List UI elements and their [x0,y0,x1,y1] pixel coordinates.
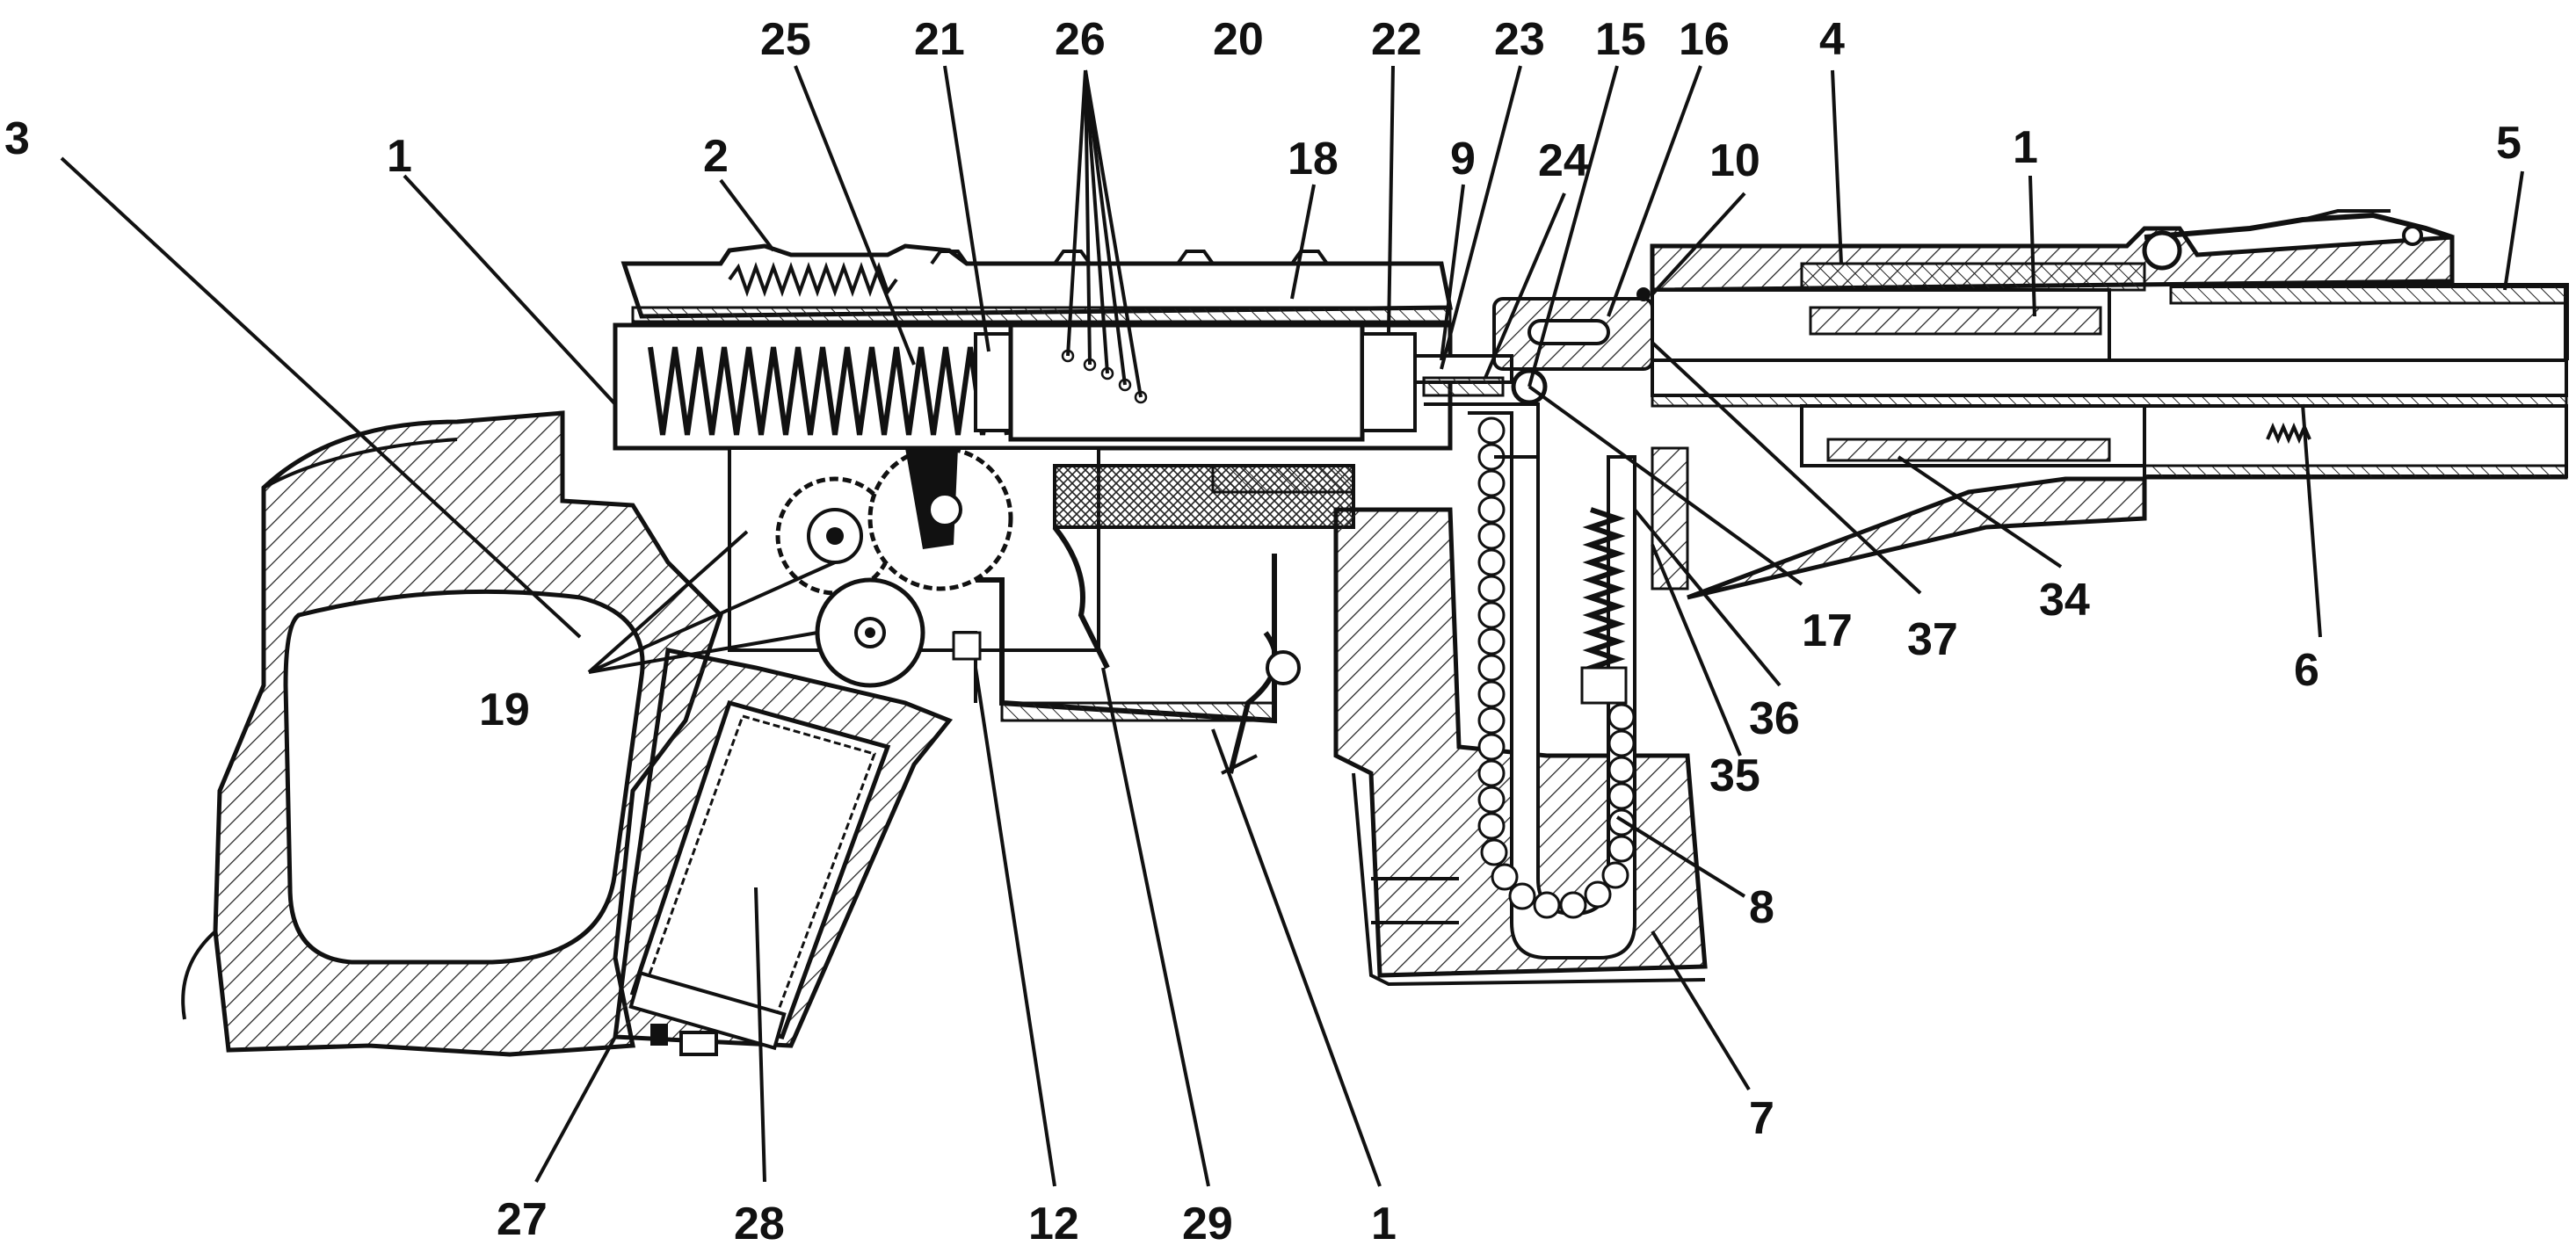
label-20: 20 [1213,14,1264,65]
magazine [1333,411,1708,987]
feed-hopup [1413,287,1689,590]
label-15: 15 [1595,14,1646,65]
leader-lines [60,65,2524,1187]
label-18: 18 [1288,134,1339,185]
label-16: 16 [1679,14,1730,65]
label-28: 28 [734,1199,785,1249]
label-10: 10 [1709,135,1760,186]
label-37: 37 [1907,614,1958,665]
barrel-assembly [1650,209,2569,600]
label-9: 9 [1450,134,1476,185]
label-1-trigger: 1 [1371,1199,1397,1249]
label-17: 17 [1802,605,1853,656]
callout-labels: 3 1 2 25 21 26 20 22 18 23 15 16 4 9 24 … [4,14,2522,1249]
stock-butt [181,410,723,1057]
gearbox [728,445,1100,688]
label-1-barrel: 1 [2013,122,2038,173]
label-27: 27 [497,1194,548,1245]
label-5: 5 [2496,118,2522,169]
label-7: 7 [1749,1093,1774,1144]
label-12: 12 [1028,1199,1079,1249]
label-2: 2 [703,131,729,182]
label-1-stock: 1 [387,131,412,182]
label-3: 3 [4,113,30,164]
label-6: 6 [2294,645,2319,696]
label-4: 4 [1819,14,1845,65]
receiver-cover [620,243,1454,323]
label-23: 23 [1494,14,1545,65]
label-21: 21 [914,14,965,65]
grip-motor [613,648,954,1056]
label-19: 19 [479,684,530,735]
label-35: 35 [1709,750,1760,801]
label-22: 22 [1371,14,1422,65]
bb-column [1477,416,1636,919]
label-34: 34 [2039,575,2090,626]
label-25: 25 [760,14,811,65]
label-36: 36 [1749,693,1800,744]
trigger-assembly [952,464,1355,775]
label-29: 29 [1182,1199,1233,1249]
receiver-body [613,322,1453,451]
label-26: 26 [1055,14,1106,65]
label-8: 8 [1749,882,1774,933]
label-24: 24 [1538,135,1589,186]
